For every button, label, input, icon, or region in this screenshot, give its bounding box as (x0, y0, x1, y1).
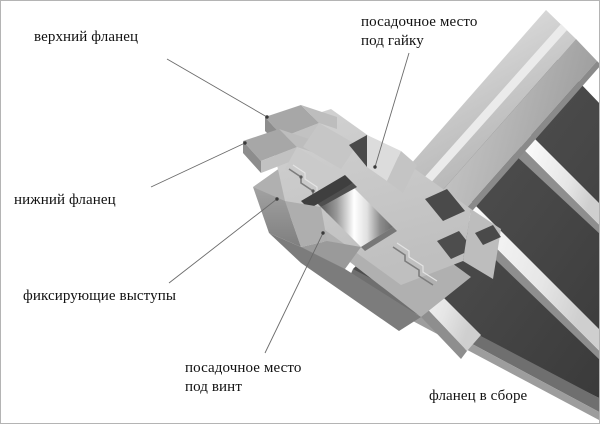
slot-dark-lower-right (437, 231, 473, 259)
label-nut-seat-line2: под гайку (361, 33, 424, 49)
label-screw-seat: посадочное место под винт (185, 359, 301, 397)
label-screw-seat-line2: под винт (185, 379, 242, 395)
body-side-face (253, 187, 301, 247)
tab-neck-lower (285, 147, 341, 197)
flange-body (243, 105, 501, 331)
screw-seat-cylinder (317, 183, 397, 251)
screw-slot-bar (301, 175, 353, 209)
leader-nut-seat (374, 52, 410, 168)
leader-screw-seat (264, 232, 324, 354)
body-right-slot (475, 225, 501, 245)
leader-fixing-lugs (168, 198, 278, 284)
label-flange-assembly: фланец в сборе (429, 387, 527, 406)
label-upper-flange-line1: верхний фланец (34, 29, 139, 45)
label-upper-flange: верхний фланец (34, 28, 138, 47)
nut-seat-pad-side (387, 151, 417, 193)
leader-dots (243, 115, 377, 235)
slot-dark-right (425, 189, 465, 221)
body-bottom-face (269, 233, 421, 331)
leader-upper-flange (166, 58, 268, 118)
label-lower-flange-line1: нижний фланец (14, 192, 116, 208)
label-screw-seat-line1: посадочное место (185, 360, 302, 376)
leader-lower-flange (150, 142, 246, 188)
label-nut-seat-line1: посадочное место (361, 14, 478, 30)
label-fixing-lugs-line1: фиксирующие выступы (23, 288, 177, 304)
nut-seat-pad (367, 135, 401, 181)
label-flange-assembly-line1: фланец в сборе (429, 388, 528, 404)
label-fixing-lugs: фиксирующие выступы (23, 287, 176, 306)
front-chamfer (285, 201, 327, 247)
label-lower-flange: нижний фланец (14, 191, 116, 210)
tab-neck-upper (303, 123, 357, 169)
label-nut-seat: посадочное место под гайку (361, 13, 477, 51)
leader-lines (150, 52, 410, 354)
fixing-lugs-right (392, 242, 438, 286)
